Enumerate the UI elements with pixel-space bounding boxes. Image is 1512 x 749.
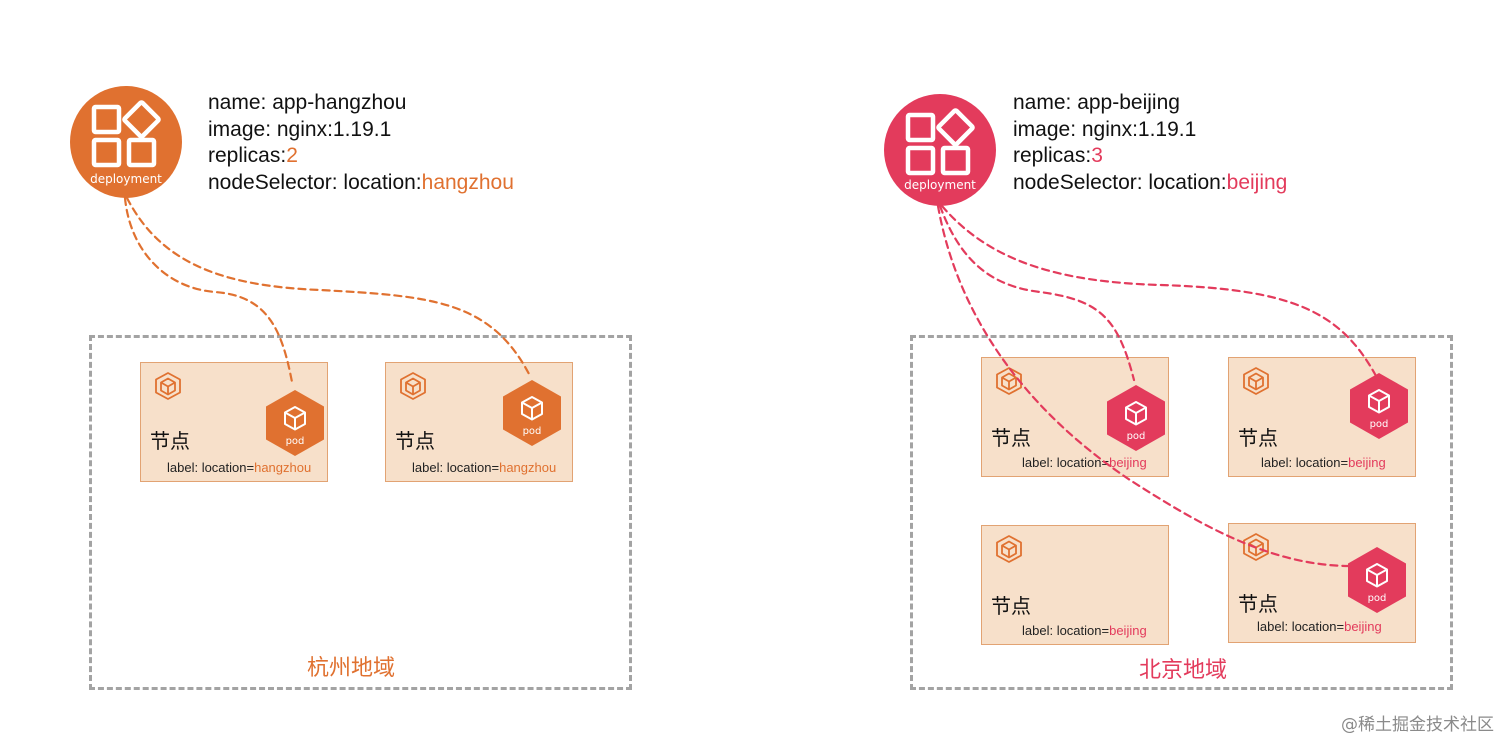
node-label: label: location=beijing	[1261, 455, 1386, 470]
node-label: label: location=hangzhou	[412, 460, 556, 475]
deployment-spec-beijing: name: app-beijing image: nginx:1.19.1 re…	[1013, 90, 1287, 196]
pod-icon: pod	[266, 390, 324, 456]
node-label-value: beijing	[1109, 455, 1147, 470]
spec-key: image:	[208, 117, 277, 141]
node-hangzhou-2: 节点 label: location=hangzhou pod	[385, 362, 573, 482]
spec-name-line: name: app-hangzhou	[208, 90, 514, 117]
node-beijing-2: 节点 label: location=beijing pod	[1228, 357, 1416, 477]
spec-image-line: image: nginx:1.19.1	[208, 117, 514, 144]
pod-icon: pod	[1350, 373, 1408, 439]
node-title: 节点	[991, 594, 1031, 618]
node-label: label: location=beijing	[1257, 619, 1382, 634]
node-label-value: hangzhou	[499, 460, 557, 475]
node-label-key: label: location=	[167, 460, 255, 475]
spec-value: nginx:1.19.1	[276, 117, 392, 141]
spec-selector-line: nodeSelector: location:beijing	[1013, 170, 1287, 197]
spec-value: app-hangzhou	[272, 91, 407, 114]
spec-key: replicas:	[208, 144, 287, 167]
pod-icon: pod	[503, 380, 561, 446]
spec-key: nodeSelector: location:	[208, 170, 422, 194]
deployment-spec-hangzhou: name: app-hangzhou image: nginx:1.19.1 r…	[208, 90, 514, 196]
deployment-icon-beijing: deployment	[884, 94, 996, 206]
node-label-key: label: location=	[1022, 623, 1110, 638]
spec-key: name:	[1013, 91, 1078, 114]
node-label-value: beijing	[1344, 619, 1382, 634]
spec-key: nodeSelector: location:	[1013, 170, 1227, 194]
spec-value: nginx:1.19.1	[1081, 117, 1197, 141]
node-title: 节点	[1238, 426, 1278, 450]
node-beijing-3: 节点 label: location=beijing	[981, 525, 1169, 645]
node-cube-icon	[155, 372, 181, 400]
pod-label: pod	[1368, 593, 1387, 604]
node-label: label: location=beijing	[1022, 623, 1147, 638]
node-cube-icon	[996, 367, 1022, 395]
node-label: label: location=beijing	[1022, 455, 1147, 470]
spec-key: image:	[1013, 117, 1082, 141]
node-beijing-4: 节点 label: location=beijing pod	[1228, 523, 1416, 643]
spec-replicas-line: replicas:3	[1013, 143, 1287, 170]
spec-key: replicas:	[1013, 144, 1092, 167]
node-beijing-1: 节点 label: location=beijing pod	[981, 357, 1169, 477]
node-title: 节点	[1238, 592, 1278, 616]
node-title: 节点	[395, 429, 435, 453]
watermark: @稀土掘金技术社区	[1341, 715, 1494, 735]
spec-selector-line: nodeSelector: location:hangzhou	[208, 170, 514, 197]
region-label-hangzhou: 杭州地域	[307, 656, 396, 681]
spec-value-highlight: 3	[1091, 144, 1103, 167]
node-label-value: beijing	[1348, 455, 1386, 470]
node-label-key: label: location=	[1022, 455, 1110, 470]
pod-label: pod	[286, 436, 305, 447]
node-label-key: label: location=	[1261, 455, 1349, 470]
pod-icon: pod	[1107, 385, 1165, 451]
deployment-icon-hangzhou: deployment	[70, 86, 182, 198]
node-label-value: beijing	[1109, 623, 1147, 638]
deployment-glyph-icon	[905, 108, 975, 176]
deployment-glyph-icon	[91, 100, 161, 168]
spec-value: app-beijing	[1077, 91, 1180, 114]
node-cube-icon	[1243, 367, 1269, 395]
node-cube-icon	[1243, 533, 1269, 561]
node-label-key: label: location=	[1257, 619, 1345, 634]
pod-label: pod	[523, 426, 542, 437]
node-label-key: label: location=	[412, 460, 500, 475]
spec-value-highlight: 2	[286, 144, 298, 167]
node-hangzhou-1: 节点 label: location=hangzhou pod	[140, 362, 328, 482]
spec-value-highlight: hangzhou	[421, 170, 514, 194]
node-cube-icon	[400, 372, 426, 400]
pod-icon: pod	[1348, 547, 1406, 613]
node-cube-icon	[996, 535, 1022, 563]
node-title: 节点	[991, 426, 1031, 450]
spec-image-line: image: nginx:1.19.1	[1013, 117, 1287, 144]
pod-label: pod	[1370, 419, 1389, 430]
deployment-label: deployment	[904, 178, 976, 192]
deployment-label: deployment	[90, 172, 162, 186]
spec-key: name:	[208, 91, 273, 114]
spec-value-highlight: beijing	[1226, 170, 1288, 194]
node-title: 节点	[150, 429, 190, 453]
spec-name-line: name: app-beijing	[1013, 90, 1287, 117]
node-label: label: location=hangzhou	[167, 460, 311, 475]
region-label-beijing: 北京地域	[1139, 658, 1228, 683]
node-label-value: hangzhou	[254, 460, 312, 475]
spec-replicas-line: replicas:2	[208, 143, 514, 170]
pod-label: pod	[1127, 431, 1146, 442]
